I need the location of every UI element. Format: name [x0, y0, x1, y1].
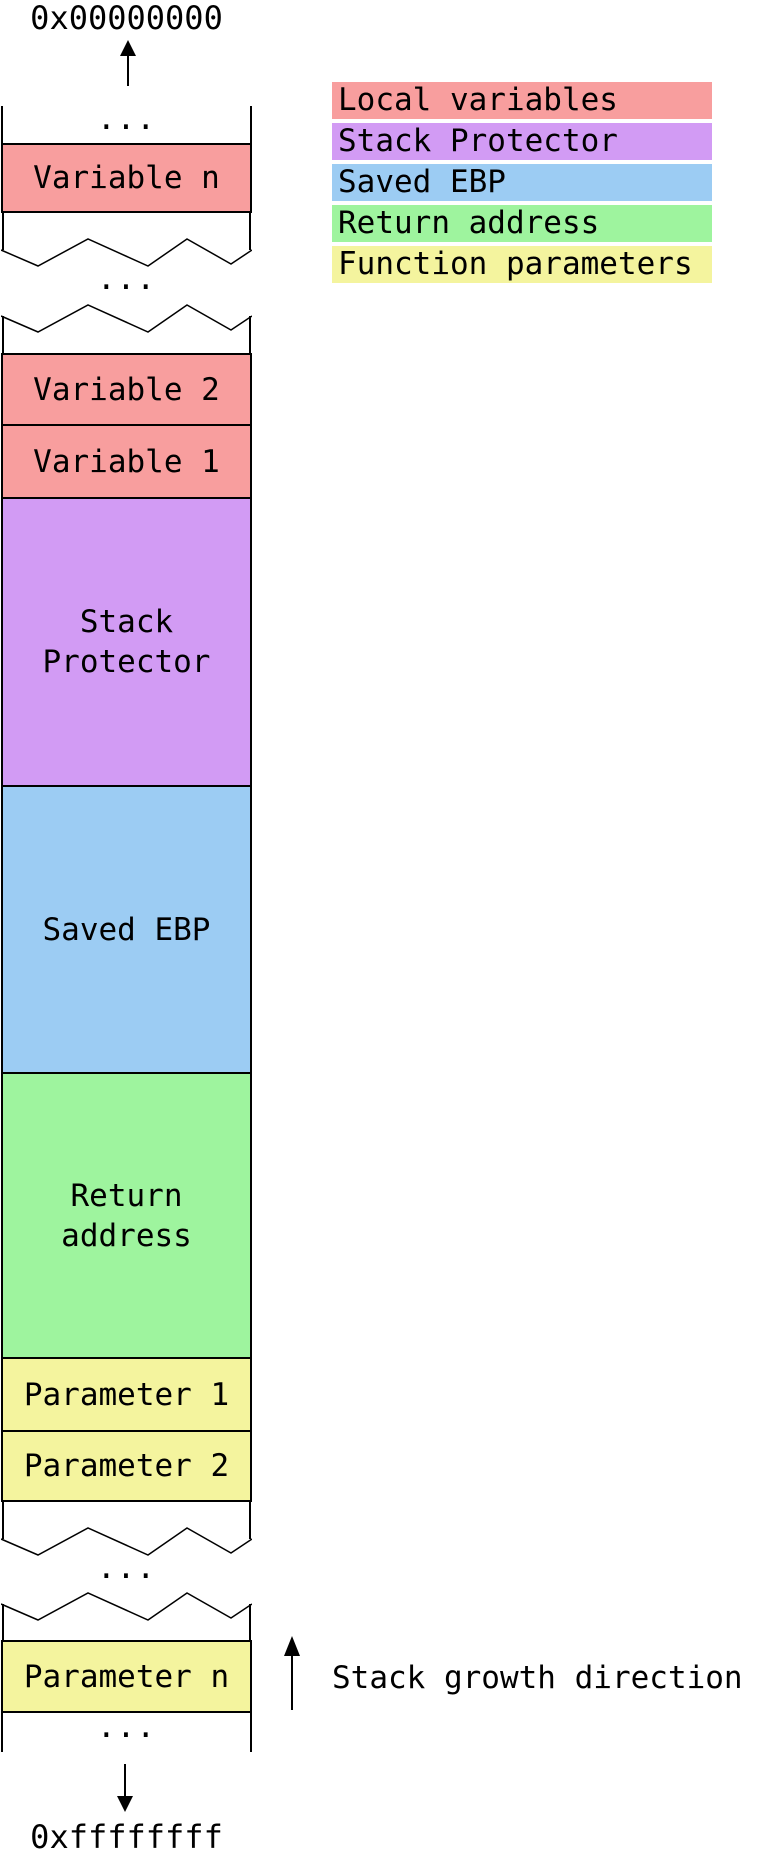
ellipsis-text: ...	[97, 1708, 156, 1745]
legend-item-stack-protector: Stack Protector	[332, 123, 712, 160]
tear-zigzag-icon	[1, 213, 252, 353]
stack-segment-ellipsis-bottom: ...	[1, 1709, 252, 1752]
stack-segment-variable-2: Variable 2	[1, 353, 252, 424]
up-arrow-icon	[120, 40, 136, 86]
legend-item-function-parameters: Function parameters	[332, 246, 712, 283]
stack-tear-break-bottom: ...	[1, 1502, 252, 1640]
down-arrow-icon	[117, 1764, 133, 1812]
legend-item-local-variables: Local variables	[332, 82, 712, 119]
stack-segment-parameter-n: Parameter n	[1, 1640, 252, 1713]
stack-segment-variable-n: Variable n	[1, 143, 252, 213]
address-top-label: 0x00000000	[30, 0, 223, 37]
legend-item-saved-ebp: Saved EBP	[332, 164, 712, 201]
stack-growth-direction-label: Stack growth direction	[332, 1660, 743, 1696]
ellipsis-text: ...	[97, 261, 156, 297]
ellipsis-text: ...	[97, 1550, 156, 1586]
stack-segment-variable-1: Variable 1	[1, 424, 252, 497]
stack-segment-parameter-1: Parameter 1	[1, 1357, 252, 1430]
ellipsis-text: ...	[97, 100, 156, 137]
stack-tear-break-top: ...	[1, 213, 252, 353]
tear-zigzag-icon	[1, 1502, 252, 1640]
legend-item-return-address: Return address	[332, 205, 712, 242]
stack-segment-stack-protector: Stack Protector	[1, 497, 252, 785]
stack-segment-ellipsis-top: ...	[1, 101, 252, 143]
growth-up-arrow-icon	[284, 1636, 300, 1710]
stack-segment-saved-ebp: Saved EBP	[1, 785, 252, 1072]
stack-segment-parameter-2: Parameter 2	[1, 1430, 252, 1502]
stack-segment-return-address: Return address	[1, 1072, 252, 1357]
address-bottom-label: 0xffffffff	[30, 1818, 223, 1853]
